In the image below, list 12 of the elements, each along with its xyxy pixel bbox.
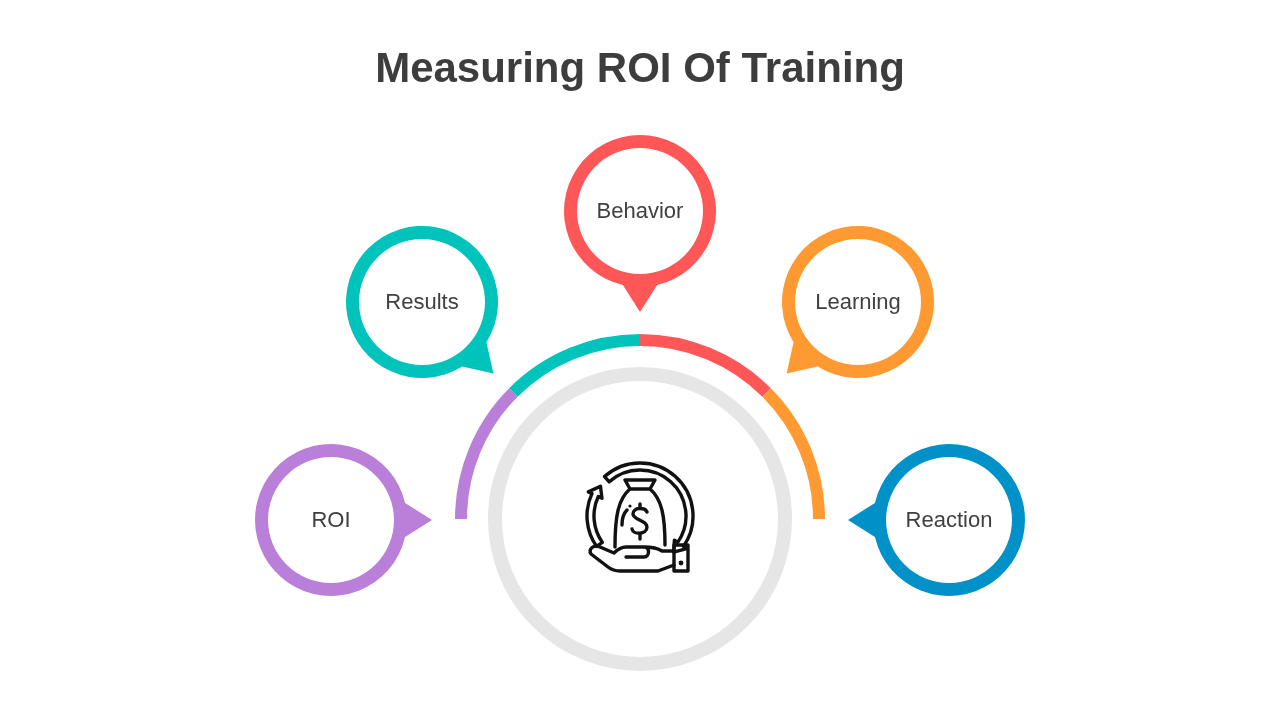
bubble-label: Results [385, 289, 459, 315]
bubble-label: Reaction [905, 507, 993, 533]
bubble-label: ROI [311, 507, 351, 533]
bubble-label: Learning [815, 289, 901, 315]
ring-circle [488, 367, 792, 671]
speech-bubble [255, 444, 432, 596]
speech-bubble [782, 226, 934, 378]
speech-bubble [848, 444, 1025, 596]
title: Measuring ROI Of Training [375, 44, 905, 92]
speech-bubble [564, 135, 716, 312]
speech-bubble [346, 226, 498, 378]
bubble-label: Behavior [596, 198, 684, 224]
